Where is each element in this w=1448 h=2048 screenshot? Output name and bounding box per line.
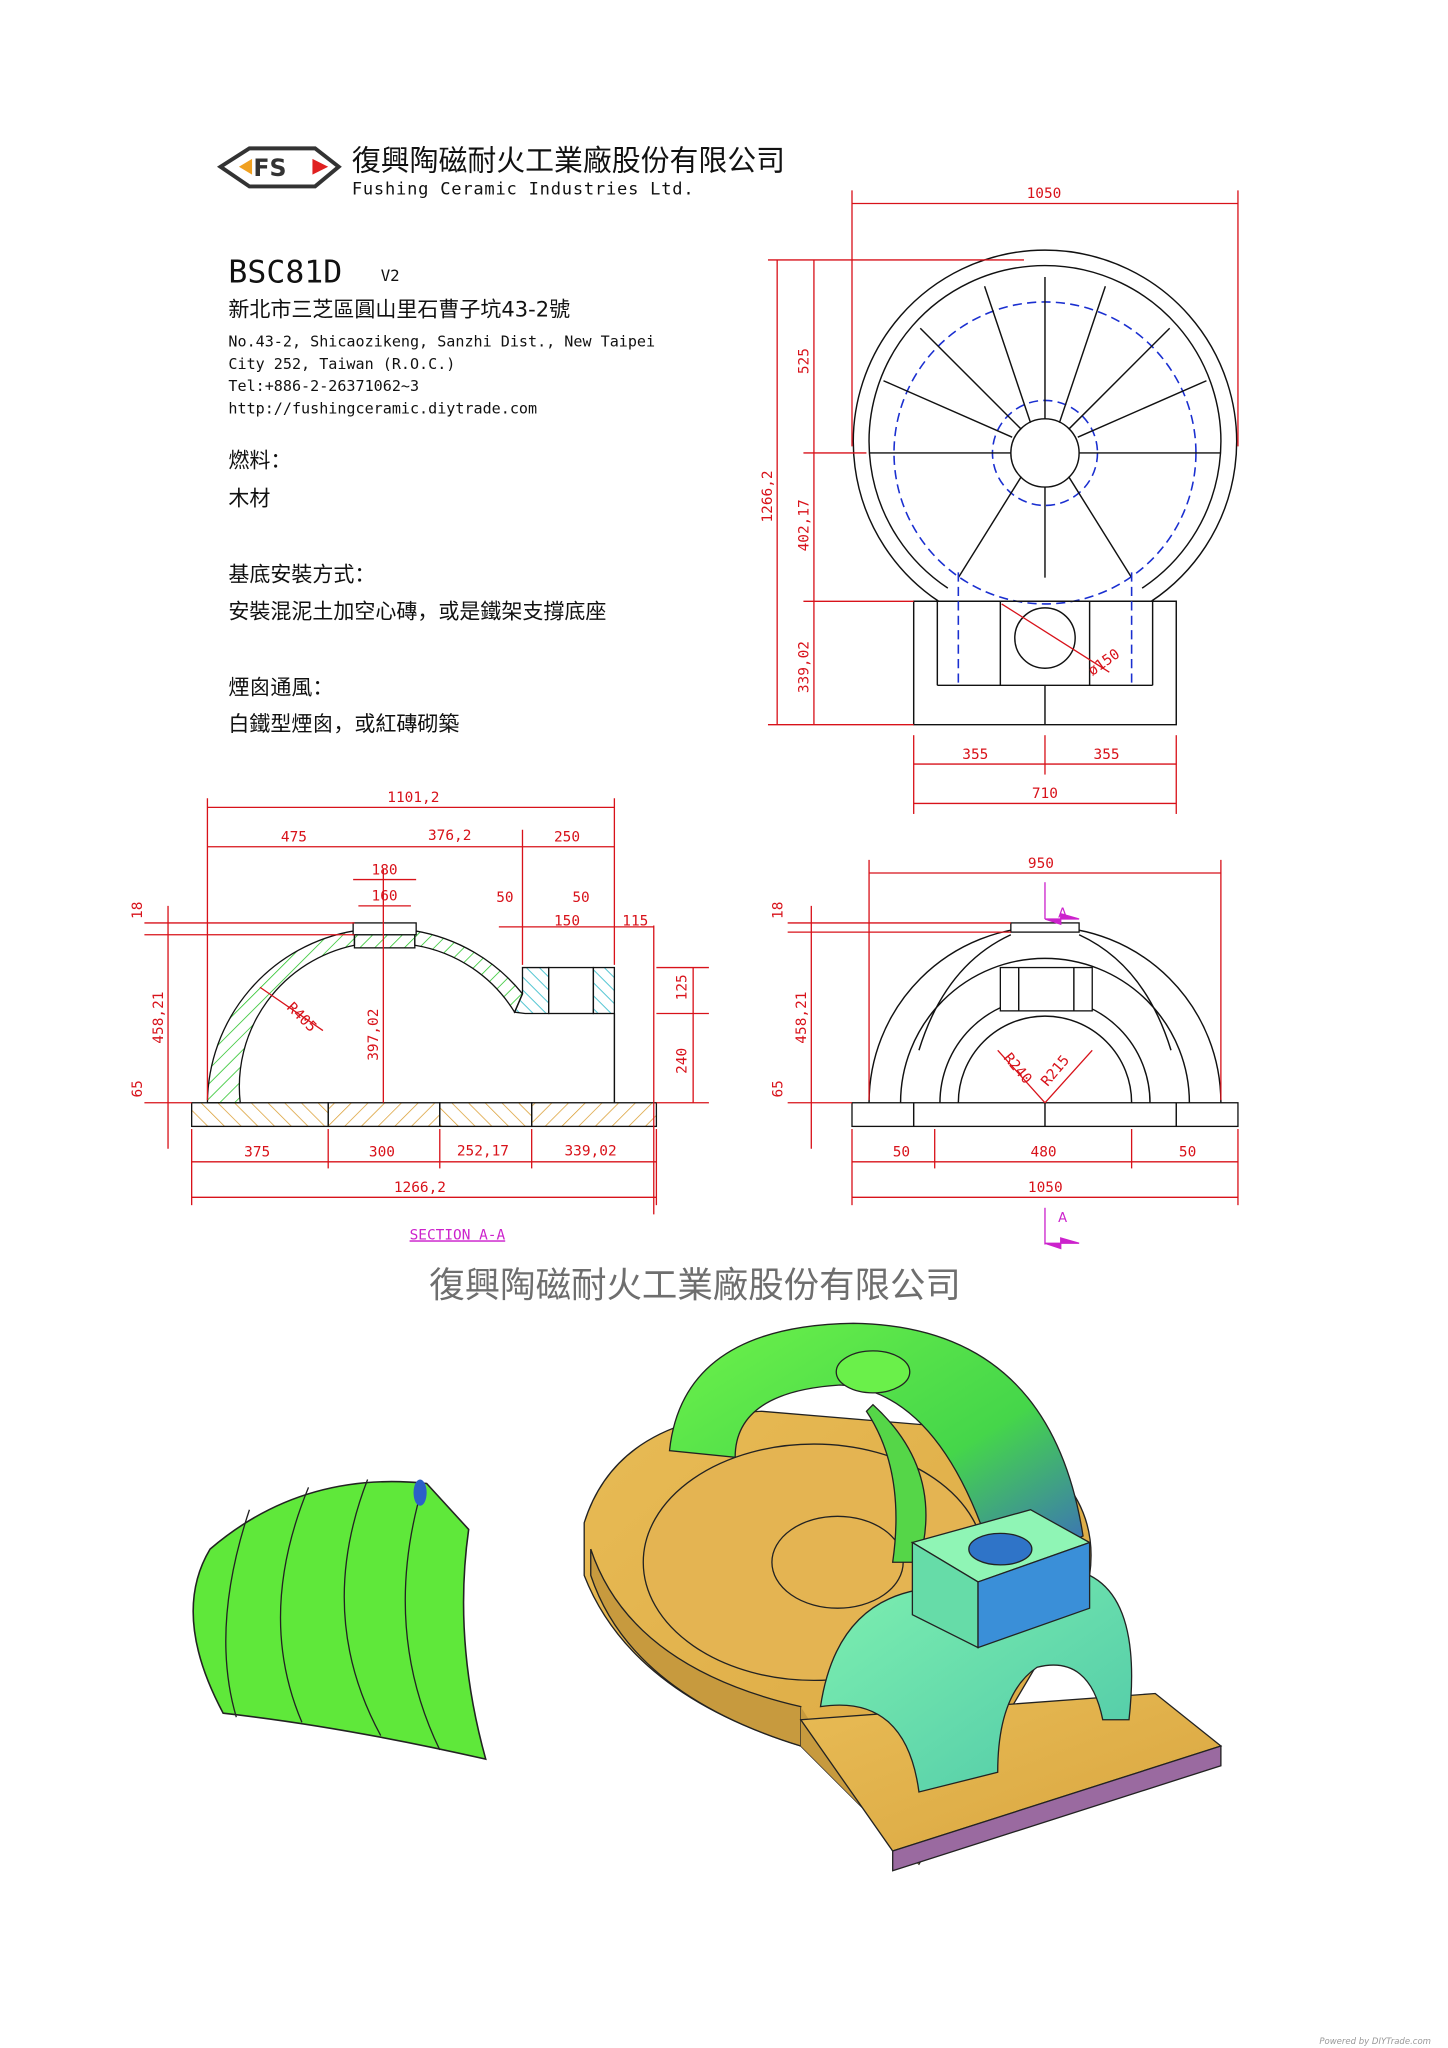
side-view: R240 R215 950 18 458,21 65 50 480 50 105… bbox=[770, 856, 1239, 1250]
dim-b252: 252,17 bbox=[457, 1143, 509, 1159]
dim-125: 125 bbox=[675, 974, 691, 1000]
dim-side-b50a: 50 bbox=[893, 1145, 910, 1161]
dim-radius: R405 bbox=[283, 1000, 319, 1036]
dim-side-b480: 480 bbox=[1031, 1145, 1057, 1161]
dim-458: 458,21 bbox=[151, 992, 167, 1044]
section-marker-bottom: A bbox=[1058, 1211, 1067, 1226]
dim-r215: R215 bbox=[1038, 1053, 1073, 1090]
dim-b339: 339,02 bbox=[564, 1143, 616, 1159]
watermark: 復興陶磁耐火工業廠股份有限公司 bbox=[429, 1265, 961, 1306]
company-name-en: Fushing Ceramic Industries Ltd. bbox=[352, 179, 695, 199]
section-title: SECTION A-A bbox=[410, 1227, 506, 1243]
dim-half-right: 355 bbox=[1094, 747, 1120, 763]
dim-50b: 50 bbox=[572, 890, 589, 906]
dome-segment-render bbox=[192, 1479, 487, 1761]
dim-side-65: 65 bbox=[770, 1080, 786, 1097]
logo-text: FS bbox=[253, 154, 286, 182]
section-marker-top: A bbox=[1058, 907, 1067, 922]
dim-b375: 375 bbox=[244, 1145, 270, 1161]
dim-inner-height: 397,02 bbox=[366, 1009, 382, 1061]
dim-side-total: 1050 bbox=[1028, 1180, 1063, 1196]
dim-180: 180 bbox=[372, 862, 398, 878]
dim-side-width: 950 bbox=[1028, 856, 1054, 872]
dim-h3: 339,02 bbox=[797, 641, 813, 693]
dim-base-width: 710 bbox=[1032, 786, 1058, 802]
dim-side-b50b: 50 bbox=[1179, 1145, 1196, 1161]
spec-base-value: 安裝混泥土加空心磚，或是鐵架支撐底座 bbox=[228, 599, 606, 623]
dim-160: 160 bbox=[372, 889, 398, 905]
hole-diameter: ø150 bbox=[1085, 646, 1123, 679]
model-version: V2 bbox=[381, 266, 400, 285]
dim-total-height: 1266,2 bbox=[760, 470, 776, 522]
address-en-line1: No.43-2, Shicaozikeng, Sanzhi Dist., New… bbox=[228, 333, 655, 351]
dim-half-left: 355 bbox=[962, 747, 988, 763]
dim-overall: 1101,2 bbox=[387, 790, 439, 806]
dim-side-458: 458,21 bbox=[794, 992, 810, 1044]
dim-side-18: 18 bbox=[770, 902, 786, 919]
website-url: http://fushingceramic.diytrade.com bbox=[228, 400, 537, 418]
top-view: ø150 1050 1266,2 525 402,17 339,02 355 3… bbox=[760, 186, 1239, 814]
dim-h1: 525 bbox=[797, 348, 813, 374]
dim-115: 115 bbox=[622, 914, 648, 930]
dim-b-total: 1266,2 bbox=[394, 1180, 446, 1196]
dim-b300: 300 bbox=[369, 1145, 395, 1161]
dim-50a: 50 bbox=[496, 890, 513, 906]
dim-h2: 402,17 bbox=[797, 499, 813, 551]
address-en-line2: City 252, Taiwan (R.O.C.) bbox=[228, 355, 455, 373]
dim-top-width: 1050 bbox=[1027, 186, 1062, 202]
company-name-zh: 復興陶磁耐火工業廠股份有限公司 bbox=[352, 144, 785, 178]
dim-250: 250 bbox=[554, 830, 580, 846]
spec-chimney-value: 白鐵型煙囪，或紅磚砌築 bbox=[228, 712, 459, 736]
spec-chimney-label: 煙囪通風： bbox=[228, 675, 333, 699]
dim-376: 376,2 bbox=[428, 828, 471, 844]
section-a-a: 397,02 R405 1101,2 475 376,2 250 180 160… bbox=[130, 790, 709, 1243]
model-code: BSC81D bbox=[228, 254, 342, 290]
dim-240: 240 bbox=[675, 1048, 691, 1074]
dim-65: 65 bbox=[130, 1080, 146, 1097]
dim-150: 150 bbox=[554, 914, 580, 930]
telephone: Tel:+886-2-26371062~3 bbox=[228, 377, 419, 395]
address-zh: 新北市三芝區圓山里石曹子坑43-2號 bbox=[228, 297, 570, 321]
dim-475: 475 bbox=[281, 830, 307, 846]
spec-fuel-value: 木材 bbox=[228, 486, 270, 510]
oven-render bbox=[583, 1322, 1223, 1872]
dim-18: 18 bbox=[130, 902, 146, 919]
spec-fuel-label: 燃料： bbox=[228, 448, 291, 472]
company-logo: FS bbox=[216, 146, 342, 189]
footer-powered-by: Powered by DIYTrade.com bbox=[1319, 2037, 1431, 2047]
spec-base-label: 基底安裝方式： bbox=[228, 563, 375, 587]
dim-r240: R240 bbox=[1000, 1050, 1035, 1087]
